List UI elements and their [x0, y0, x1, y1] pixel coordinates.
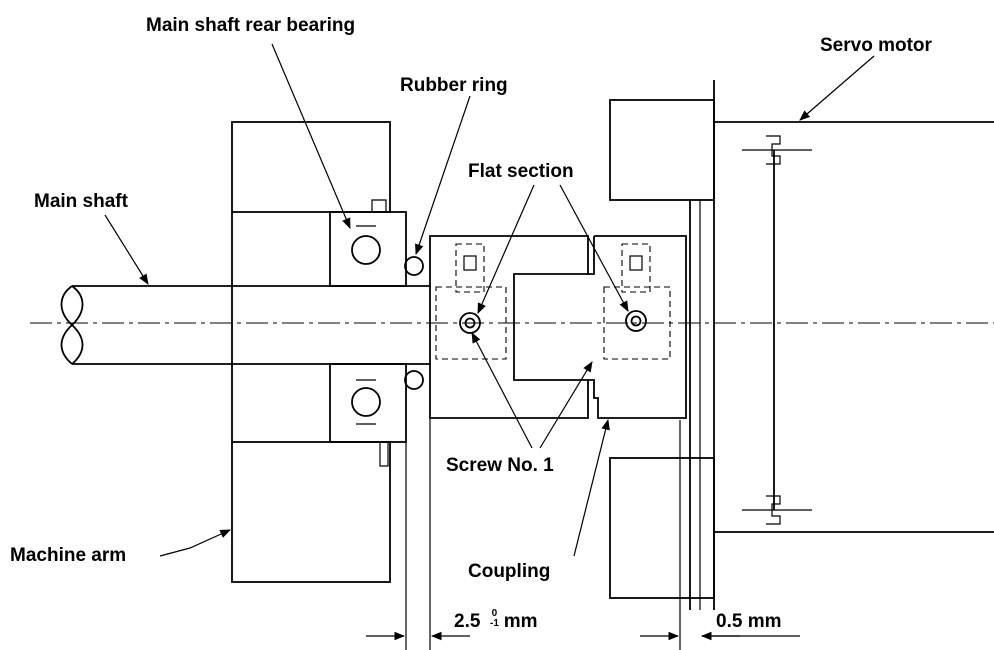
label-main-shaft: Main shaft: [34, 191, 128, 212]
label-rubber-ring: Rubber ring: [400, 75, 508, 96]
machine-arm: [231, 121, 391, 583]
dimension-value-gap-1: 2.5: [454, 611, 481, 632]
tolerance-upper: 0: [491, 608, 498, 619]
dimension-label-gap-1: 2.5 0 -1 mm: [454, 609, 538, 632]
coupling-left-half: [429, 235, 589, 419]
motor-mount-frame: [609, 80, 715, 610]
main-shaft: [60, 285, 430, 365]
tolerance-gap-1: 0 -1: [490, 609, 499, 629]
leader-lines: [104, 43, 875, 557]
dimension-gap-1: [366, 418, 470, 650]
label-coupling: Coupling: [468, 561, 551, 582]
rubber-ring: [404, 256, 424, 390]
label-machine-arm: Machine arm: [10, 545, 127, 566]
tolerance-lower: -1: [490, 618, 499, 629]
label-main-shaft-rear-bearing: Main shaft rear bearing: [146, 15, 356, 36]
dimension-label-gap-2: 0.5 mm: [716, 611, 782, 632]
main-shaft-rear-bearing: [329, 199, 407, 467]
dimension-unit-gap-1: mm: [503, 611, 538, 632]
label-flat-section: Flat section: [468, 161, 574, 182]
label-screw-no-1: Screw No. 1: [446, 455, 554, 476]
servo-motor: [714, 121, 994, 533]
label-servo-motor: Servo motor: [820, 35, 932, 56]
dimension-gap-2: [640, 420, 800, 650]
